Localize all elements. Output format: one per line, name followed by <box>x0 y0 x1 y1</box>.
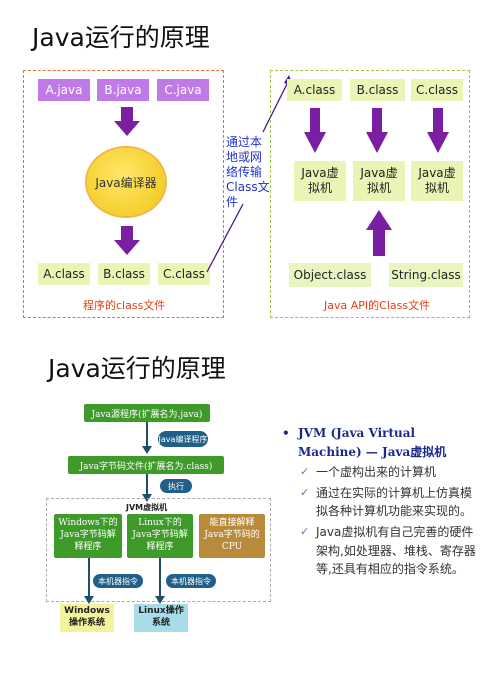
linux-interpreter: Linux下的Java字节码解释程序 <box>127 514 193 558</box>
vm-arrow-c <box>427 108 449 153</box>
source-file-a: A.java <box>38 79 90 101</box>
windows-flow-arrow <box>84 558 94 604</box>
bytecode-box: Java字节码文件(扩展名为.class) <box>68 456 224 474</box>
output-arrow <box>114 226 140 255</box>
program-class-caption: 程序的class文件 <box>83 299 166 312</box>
jvm-bullet-list: JVM (Java Virtual Machine) — Java虚拟机 ✓ 一个… <box>282 424 482 579</box>
check-icon: ✓ <box>300 485 310 499</box>
slide1-title: Java运行的原理 <box>32 23 210 52</box>
api-object-class: Object.class <box>289 263 371 287</box>
loaded-class-c: C.class <box>411 79 463 101</box>
windows-machine-code-pill: 本机器指令 <box>93 574 143 588</box>
loaded-class-a: A.class <box>287 79 342 101</box>
bullet-item: ✓ 一个虚构出来的计算机 <box>282 463 482 482</box>
vm-arrow-a <box>304 108 326 153</box>
compile-step-pill: Java编译程序 <box>158 431 208 447</box>
linux-machine-code-pill: 本机器指令 <box>166 574 216 588</box>
api-class-caption: Java API的Class文件 <box>324 299 431 312</box>
bullet-text: 通过在实际的计算机上仿真模拟各种计算机功能来实现的。 <box>316 485 473 519</box>
source-file-b: B.java <box>97 79 149 101</box>
output-class-c: C.class <box>158 263 210 285</box>
bullet-item: ✓ 通过在实际的计算机上仿真模拟各种计算机功能来实现的。 <box>282 484 482 521</box>
compile-flow-arrow <box>142 422 152 454</box>
api-string-class: String.class <box>389 263 463 287</box>
bytecode-cpu: 能直接解释Java字节码的CPU <box>199 514 265 558</box>
compile-arrow <box>114 107 140 136</box>
jvm-label: JVM虚拟机 <box>126 503 168 512</box>
source-file-c: C.java <box>157 79 209 101</box>
windows-interpreter: Windows下的Java字节码解释程序 <box>54 514 122 558</box>
output-class-a: A.class <box>38 263 90 285</box>
execute-step-pill: 执行 <box>160 479 192 493</box>
jvm-box-c: Java虚拟机 <box>411 161 463 201</box>
output-class-b: B.class <box>98 263 150 285</box>
jvm-heading: JVM (Java Virtual Machine) — Java虚拟机 <box>282 424 482 461</box>
linux-os-box: Linux操作系统 <box>134 604 188 632</box>
check-icon: ✓ <box>300 465 310 479</box>
bullet-item: ✓ Java虚拟机有自己完善的硬件架构,如处理器、堆栈、寄存器等,还具有相应的指令… <box>282 523 482 579</box>
java-compiler: Java编译器 <box>87 148 165 216</box>
jvm-box-b: Java虚拟机 <box>353 161 405 201</box>
transfer-note: 通过本地或网络传输Class文件 <box>226 135 270 209</box>
api-arrow <box>366 210 392 256</box>
program-class-panel <box>23 70 224 318</box>
check-icon: ✓ <box>300 524 310 538</box>
windows-os-box: Windows操作系统 <box>60 604 114 632</box>
vm-arrow-b <box>366 108 388 153</box>
jvm-box-a: Java虚拟机 <box>294 161 346 201</box>
linux-flow-arrow <box>155 558 165 604</box>
java-source-box: Java源程序(扩展名为.java) <box>84 404 210 422</box>
slide2-title: Java运行的原理 <box>48 354 226 383</box>
bullet-text: Java虚拟机有自己完善的硬件架构,如处理器、堆栈、寄存器等,还具有相应的指令系… <box>316 524 476 577</box>
loaded-class-b: B.class <box>350 79 405 101</box>
api-class-panel <box>270 70 470 318</box>
bullet-text: 一个虚构出来的计算机 <box>316 465 437 480</box>
